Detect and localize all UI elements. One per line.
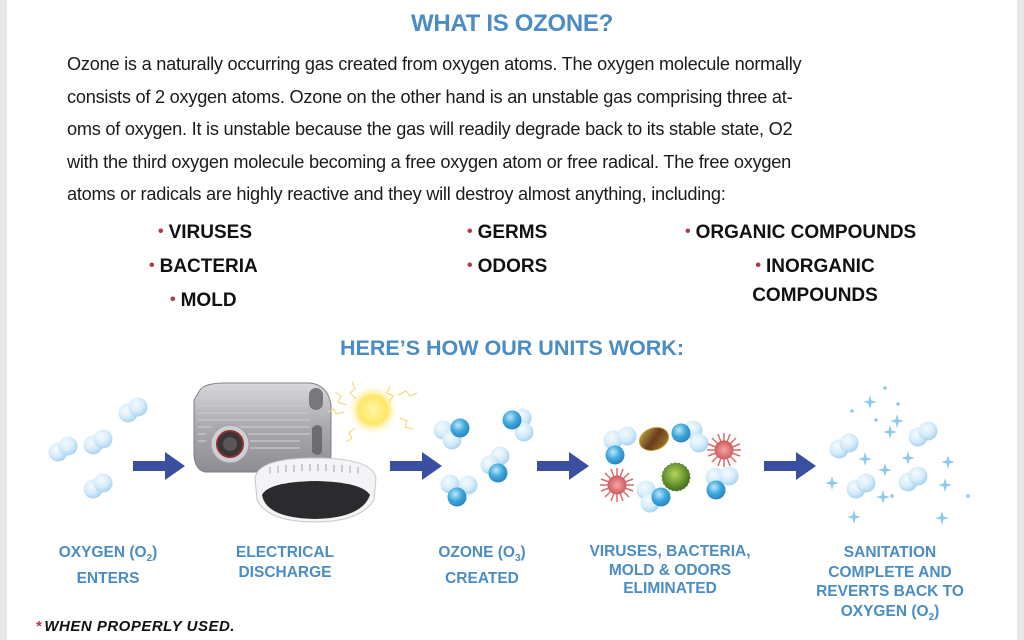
list-item-label: VIRUSES	[168, 222, 253, 243]
step-label-pathogens-eliminated: VIRUSES, BACTERIA, MOLD & ODORS ELIMINAT…	[589, 543, 751, 597]
intro-paragraph: Ozone is a naturally occurring gas creat…	[67, 48, 962, 211]
page	[7, 0, 1017, 640]
virus-icon	[599, 467, 635, 503]
intro-line: consists of 2 oxygen atoms. Ozone on the…	[67, 86, 793, 107]
mold-spore-icon	[661, 462, 691, 492]
bullet-icon: •	[467, 223, 473, 240]
step-label-ozone-created: OZONE (O3) CREATED	[438, 544, 526, 588]
oxygen-molecule-icon	[829, 421, 938, 499]
ozone-generator-unit-icon	[193, 382, 377, 523]
sparkle-icon	[825, 386, 970, 525]
how-it-works-heading: HERE’S HOW OUR UNITS WORK:	[340, 336, 684, 360]
list-item-label: GERMS	[477, 222, 548, 243]
oxygen-molecule-icon	[48, 397, 148, 499]
step-label-reverts-to-oxygen: SANITATION COMPLETE AND REVERTS BACK TO …	[816, 544, 964, 623]
intro-line: with the third oxygen molecule becoming …	[67, 151, 792, 172]
step-label-electrical-discharge: ELECTRICAL DISCHARGE	[235, 544, 335, 581]
asterisk-icon: *	[36, 618, 43, 635]
list-item-label: MOLD	[180, 290, 237, 311]
footnote-text: WHEN PROPERLY USED.	[44, 618, 235, 635]
list-item-label: INORGANIC	[765, 256, 875, 277]
intro-line: atoms or radicals are highly reactive an…	[67, 184, 726, 204]
page-title: WHAT IS OZONE?	[410, 10, 613, 37]
virus-icon	[706, 432, 742, 468]
list-item-viruses: •VIRUSES	[158, 219, 252, 248]
list-item-odors: •ODORS	[467, 253, 547, 282]
intro-line: Ozone is a naturally occurring gas creat…	[67, 54, 802, 74]
list-item-organic-compounds: •ORGANIC COMPOUNDS	[685, 219, 916, 248]
list-item-label: BACTERIA	[159, 256, 258, 277]
list-item-label: ODORS	[477, 256, 548, 277]
ozone-molecule-icon	[603, 420, 739, 513]
list-item-bacteria: •BACTERIA	[149, 253, 258, 282]
list-item-label: ORGANIC COMPOUNDS	[695, 222, 917, 243]
list-item-mold: •MOLD	[170, 287, 237, 316]
electric-spark-icon	[327, 381, 418, 443]
bullet-icon: •	[158, 223, 164, 240]
arrow-right-icon	[537, 452, 589, 480]
ozone-molecule-icon	[433, 408, 534, 507]
arrow-right-icon	[133, 452, 185, 480]
bullet-icon: •	[170, 291, 176, 308]
footnote: *WHEN PROPERLY USED.	[36, 618, 235, 635]
bullet-icon: •	[149, 257, 155, 274]
bullet-icon: •	[755, 257, 761, 274]
bacteria-icon	[638, 426, 670, 452]
list-item-inorganic-compounds: •INORGANIC COMPOUNDS	[735, 253, 895, 310]
list-item-germs: •GERMS	[467, 219, 547, 248]
bullet-icon: •	[467, 257, 473, 274]
bullet-icon: •	[685, 223, 691, 240]
arrow-right-icon	[764, 452, 816, 480]
list-item-label: COMPOUNDS	[752, 285, 878, 306]
arrow-right-icon	[390, 452, 442, 480]
step-label-oxygen-enters: OXYGEN (O2) ENTERS	[58, 544, 158, 588]
intro-line: oms of oxygen. It is unstable because th…	[67, 119, 793, 139]
